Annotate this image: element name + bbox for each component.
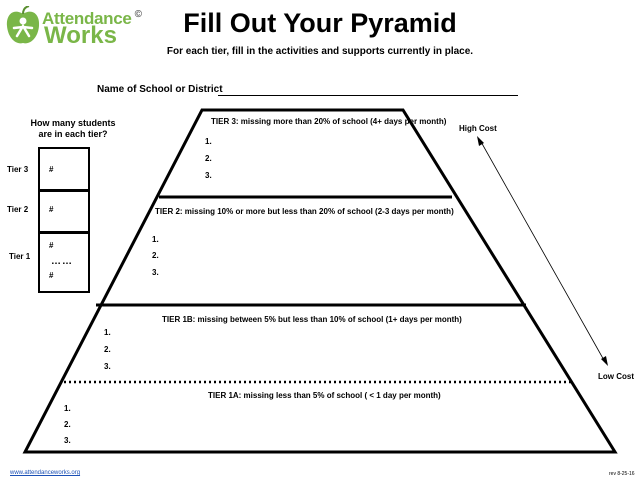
logo-mark: © — [134, 9, 142, 21]
tier1a-count-mark: # — [49, 241, 54, 250]
tier3-item-3[interactable]: 3. — [205, 171, 212, 180]
tier3-item-1[interactable]: 1. — [205, 137, 212, 146]
low-cost-label: Low Cost — [598, 372, 634, 381]
tier2-item-1[interactable]: 1. — [152, 235, 159, 244]
arrow-down-icon — [601, 356, 608, 366]
tier1a-heading: TIER 1A: missing less than 5% of school … — [208, 391, 441, 400]
page-title: Fill Out Your Pyramid — [183, 8, 457, 38]
revision-note: rev 8-25-16 — [609, 471, 635, 477]
tier1a-item-3[interactable]: 3. — [64, 436, 71, 445]
tier2-heading: TIER 2: missing 10% or more but less tha… — [155, 207, 454, 216]
logo-line2: Works — [44, 22, 117, 49]
tier2-count-label: Tier 2 — [7, 205, 29, 214]
tier1b-item-2[interactable]: 2. — [104, 345, 111, 354]
tier1a-item-1[interactable]: 1. — [64, 404, 71, 413]
tier1-separator: …… — [51, 256, 73, 267]
tier3-heading: TIER 3: missing more than 20% of school … — [211, 117, 447, 126]
tier3-item-2[interactable]: 2. — [205, 154, 212, 163]
tier1-count-label: Tier 1 — [9, 252, 31, 261]
logo-line1: Attendance — [42, 9, 132, 28]
attendance-works-logo: Attendance© Works — [4, 4, 144, 49]
tier3-count-mark: # — [49, 165, 54, 174]
high-cost-label: High Cost — [459, 124, 497, 133]
apple-figure-icon — [6, 6, 40, 44]
name-field-line[interactable] — [218, 95, 518, 96]
tier1a-item-2[interactable]: 2. — [64, 420, 71, 429]
name-field-label: Name of School or District — [97, 84, 223, 95]
tier1b-item-3[interactable]: 3. — [104, 362, 111, 371]
pyramid-outline — [22, 108, 618, 454]
tier1b-item-1[interactable]: 1. — [104, 328, 111, 337]
tier3-count-label: Tier 3 — [7, 165, 29, 174]
tier1b-count-mark: # — [49, 271, 54, 280]
arrow-up-icon — [477, 136, 484, 146]
tier2-item-2[interactable]: 2. — [152, 251, 159, 260]
cost-arrow-line — [479, 139, 606, 363]
website-link[interactable]: www.attendanceworks.org — [10, 470, 81, 476]
count-question: How many students are in each tier? — [30, 118, 116, 139]
tier2-item-3[interactable]: 3. — [152, 268, 159, 277]
tier1-count-box[interactable]: # …… # — [38, 232, 90, 293]
tier1b-heading: TIER 1B: missing between 5% but less tha… — [162, 315, 462, 324]
page-subtitle: For each tier, fill in the activities an… — [166, 46, 474, 57]
tier2-count-mark: # — [49, 205, 54, 214]
